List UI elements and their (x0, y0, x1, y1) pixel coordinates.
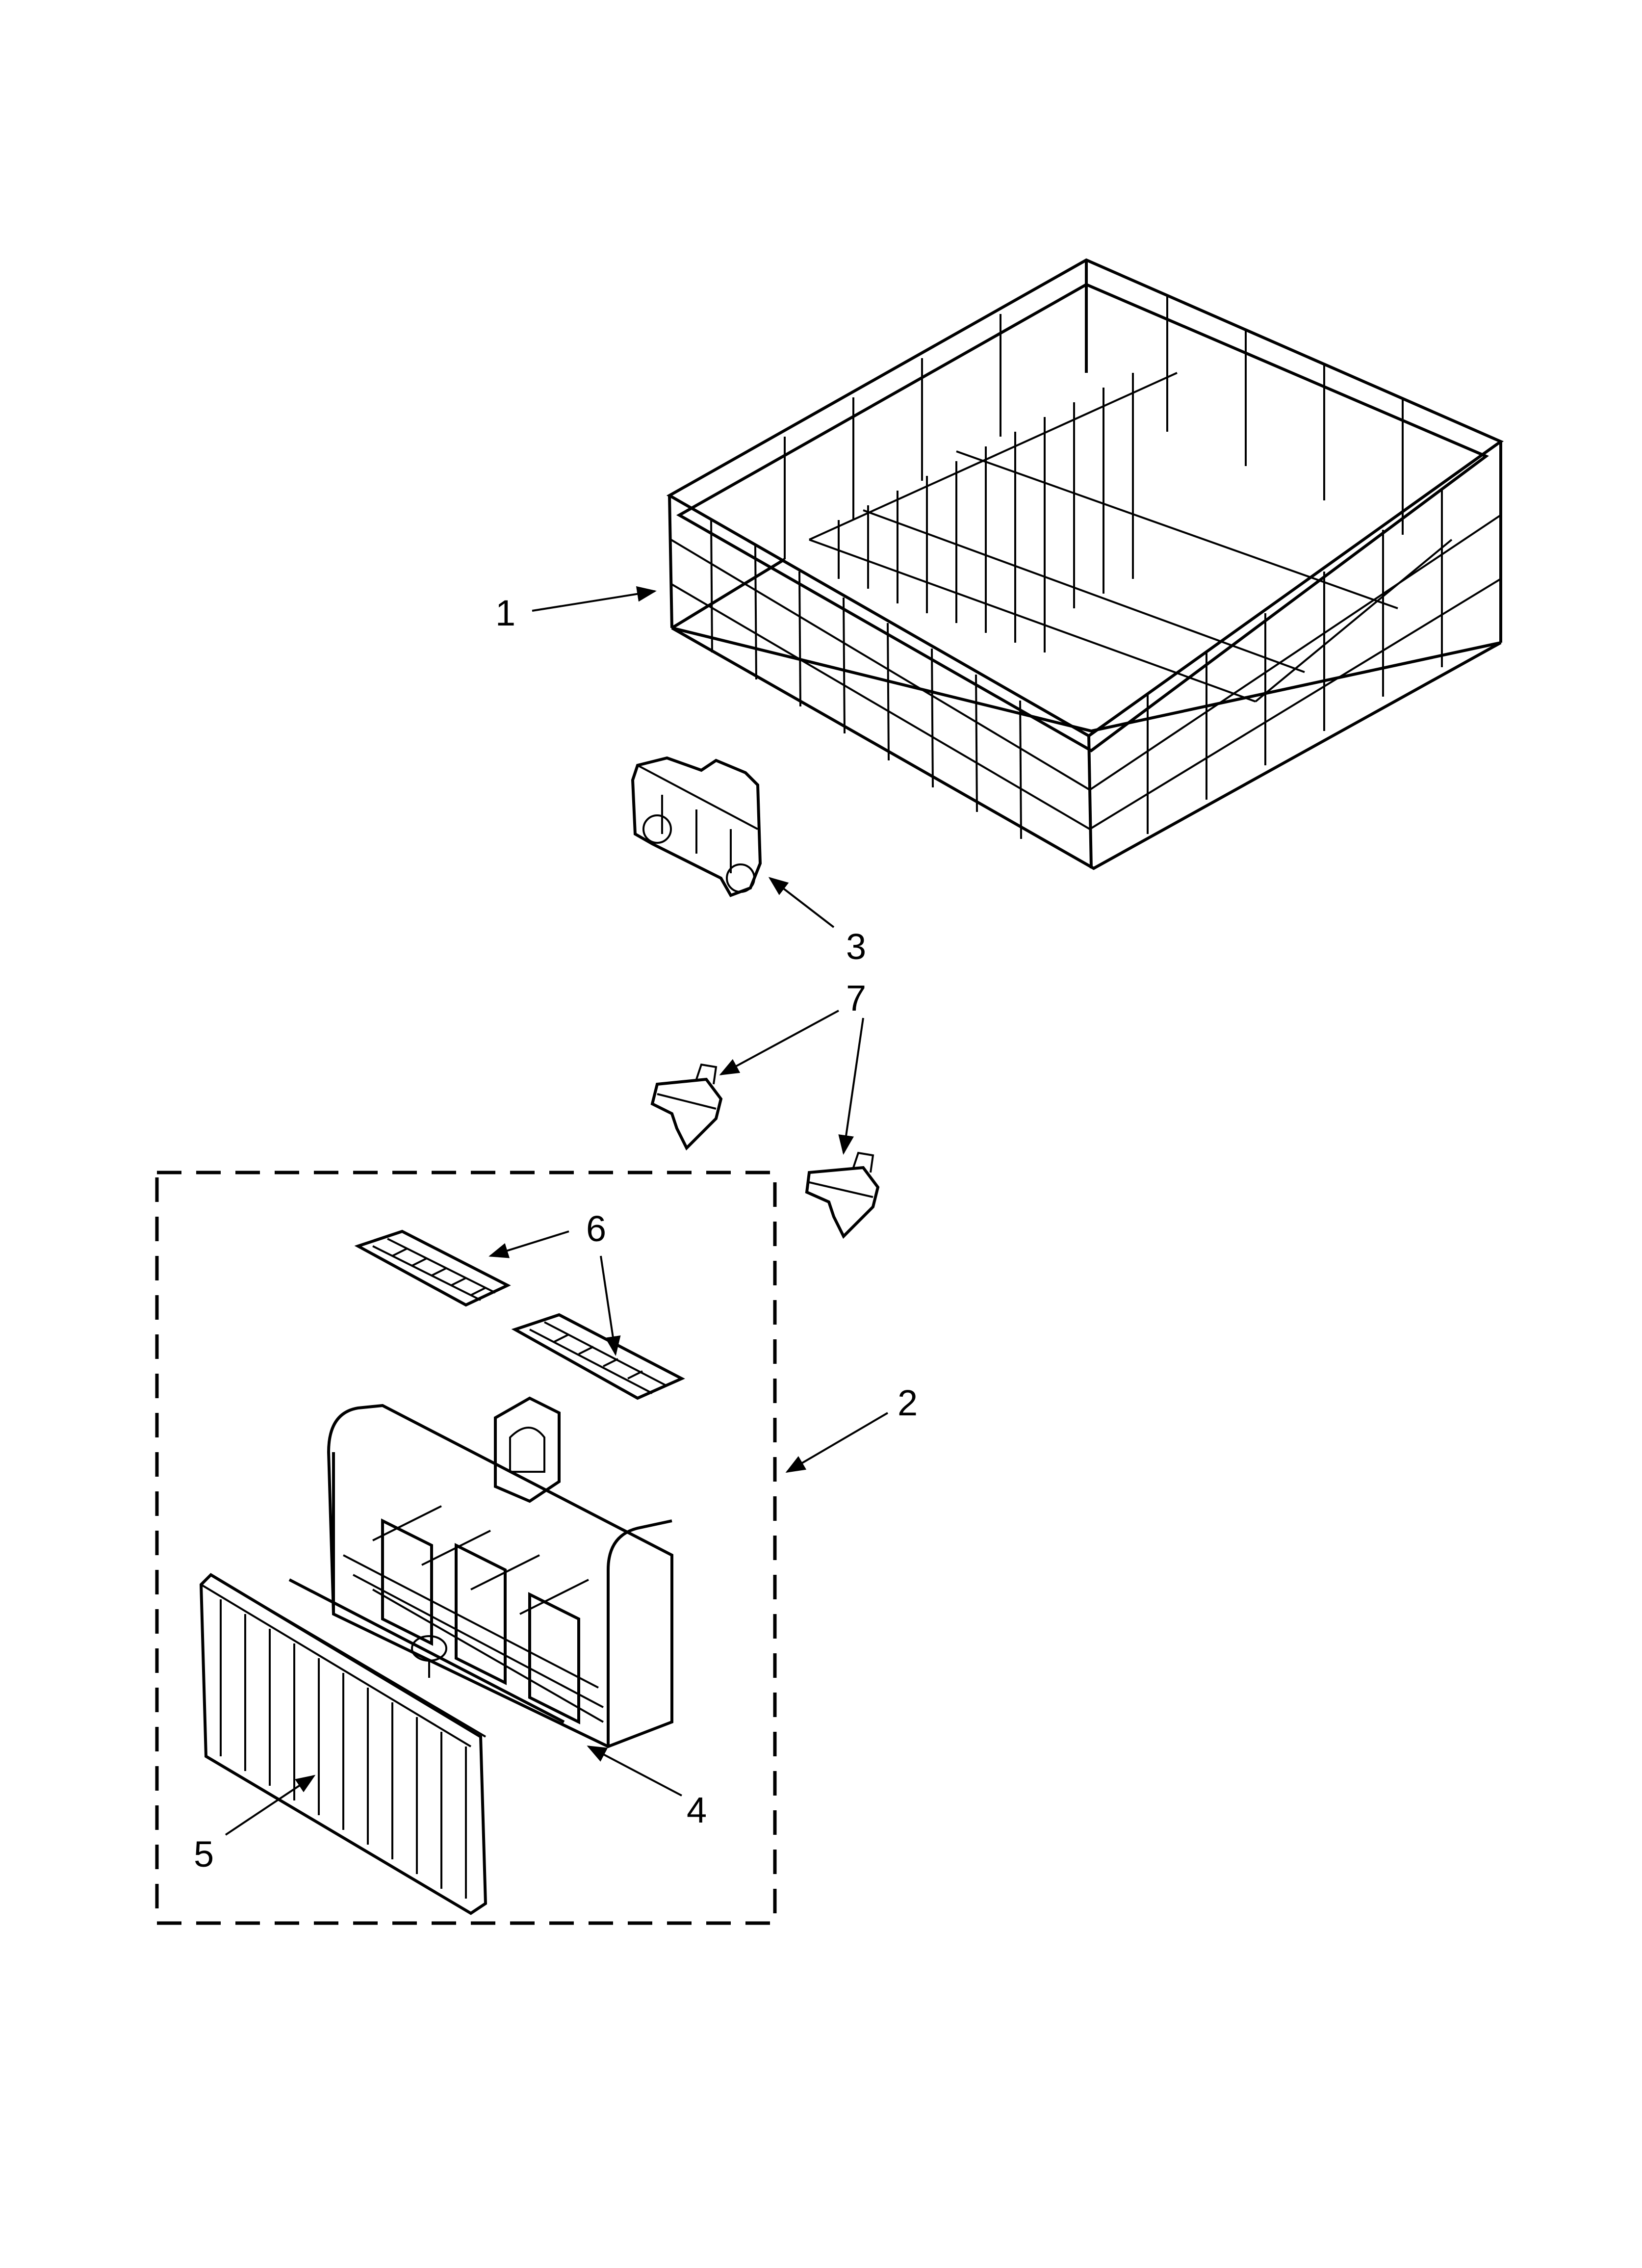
rack-adjuster-part-3 (631, 756, 762, 897)
arrow-7b (838, 1017, 864, 1155)
arrow-6b (600, 1255, 621, 1356)
leader-lines (225, 586, 889, 1836)
arrow-6a (488, 1230, 569, 1258)
hinge-pin-part-4 (288, 1578, 565, 1723)
callout-6: 6 (586, 1208, 606, 1249)
callout-7: 7 (846, 978, 866, 1018)
rack-clip-part-7b (805, 1151, 880, 1239)
arrow-2 (785, 1412, 889, 1473)
arrow-7a (719, 1010, 839, 1075)
arrow-5 (225, 1774, 316, 1836)
dish-rack-part-1 (666, 258, 1504, 870)
callout-1: 1 (495, 593, 515, 633)
callout-2: 2 (898, 1382, 918, 1423)
basket-lid-part-6b (511, 1313, 685, 1400)
callout-labels: 1 2 3 4 5 6 7 (194, 593, 918, 1875)
silverware-basket-assembly-box (155, 1171, 777, 1925)
arrow-1 (532, 586, 657, 612)
arrow-4 (587, 1746, 682, 1797)
callout-5: 5 (194, 1834, 214, 1875)
callout-3: 3 (846, 926, 866, 967)
arrow-3 (768, 877, 835, 928)
callout-4: 4 (687, 1790, 707, 1830)
basket-lid-part-6a (354, 1229, 511, 1307)
rack-clip-part-7a (650, 1063, 723, 1151)
basket-cover-part-5 (199, 1573, 487, 1915)
silverware-basket-part-2 (327, 1396, 673, 1748)
